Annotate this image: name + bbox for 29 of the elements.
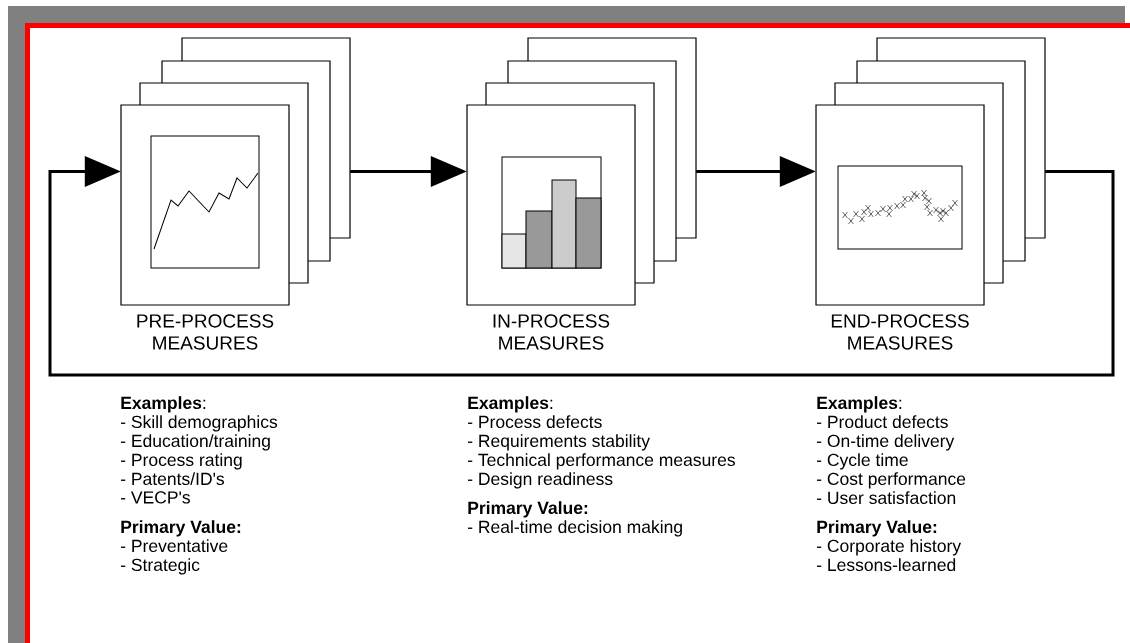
list-item: - Design readiness	[468, 472, 613, 489]
list-item: - Process rating	[121, 453, 242, 470]
list-item: - Cost performance	[817, 472, 966, 489]
stack-caption: END-PROCESS MEASURES	[831, 314, 969, 350]
list-item: - Strategic	[121, 558, 200, 575]
list-item: - Skill demographics	[121, 415, 278, 432]
list-item: - Cycle time	[817, 453, 908, 470]
list-item: - Patents/ID's	[121, 472, 225, 486]
arrow	[48, 156, 1115, 377]
heading: Primary Value:	[817, 520, 937, 537]
list-item: - Lessons-learned	[817, 558, 956, 572]
heading: Examples:	[468, 396, 553, 413]
list-item: - User satisfaction	[817, 491, 956, 505]
heading: Examples:	[817, 396, 902, 413]
list-item: - VECP's	[121, 491, 190, 504]
heading: Primary Value:	[468, 501, 588, 518]
list-item: - On-time delivery	[817, 434, 955, 451]
stack-caption: IN-PROCESS MEASURES	[493, 314, 610, 350]
list-item: - Technical performance measures	[468, 453, 735, 470]
list-item: - Real-time decision making	[468, 520, 682, 537]
list-item: - Education/training	[121, 434, 270, 451]
list-item: - Corporate history	[817, 539, 962, 556]
list-item: - Preventative	[121, 539, 228, 553]
list-item: - Product defects	[817, 415, 948, 429]
stack-caption: PRE-PROCESS MEASURES	[137, 314, 274, 350]
list-item: - Requirements stability	[468, 434, 650, 451]
heading: Primary Value:	[121, 520, 241, 537]
list-item: - Process defects	[468, 415, 602, 429]
heading: Examples:	[121, 396, 206, 413]
